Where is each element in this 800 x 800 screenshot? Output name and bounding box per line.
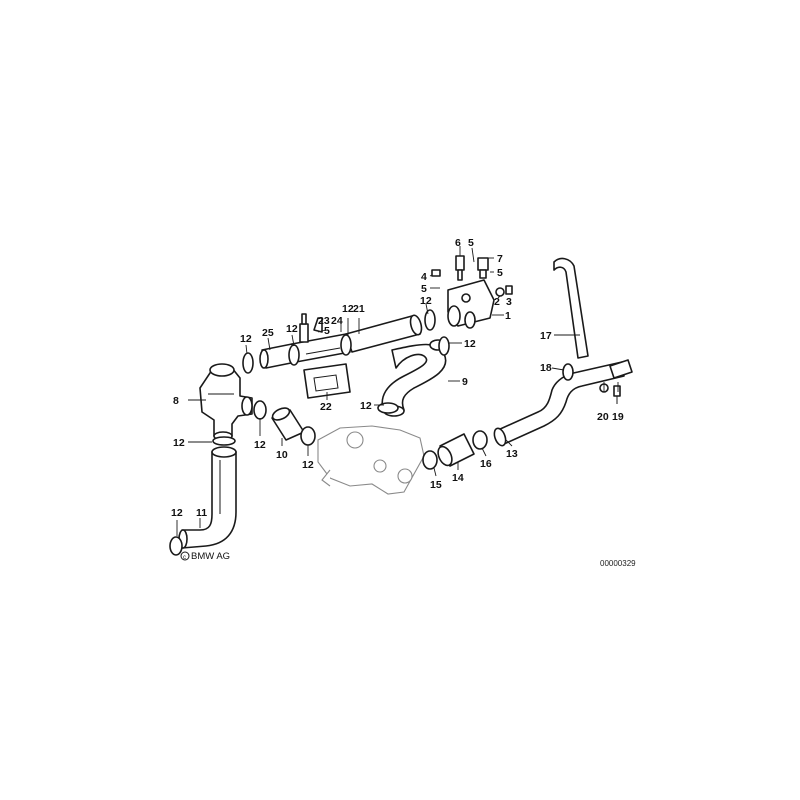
hose-clamp [562, 363, 574, 381]
callout-12: 12 [240, 333, 252, 345]
callout-14: 14 [452, 472, 464, 484]
callout-2: 2 [494, 296, 500, 308]
water-pump-housing [317, 425, 425, 495]
callout-6: 6 [455, 237, 461, 249]
callout-12: 12 [464, 338, 476, 350]
callout-17: 17 [540, 330, 552, 342]
hose-clamp [212, 436, 236, 446]
callout-4: 4 [421, 271, 427, 283]
callout-18: 18 [540, 362, 552, 374]
water-outlet-housing [447, 279, 495, 329]
callout-5: 5 [421, 283, 427, 295]
callout-12: 12 [286, 323, 298, 335]
callout-16: 16 [480, 458, 492, 470]
hose-clamp [340, 334, 352, 356]
hose-clamp [424, 309, 436, 331]
hose-clamp [242, 352, 254, 374]
short-straight-hose [271, 407, 305, 441]
lower-bent-hose [178, 446, 237, 549]
hose-clamp [438, 336, 450, 356]
hose-clamp [377, 402, 399, 414]
svg-text:c: c [183, 555, 186, 561]
hose-clamp [422, 450, 438, 470]
callout-12: 12 [360, 400, 372, 412]
washer-and-bolt [495, 285, 513, 297]
callout-13: 13 [506, 448, 518, 460]
hose-clamp [288, 344, 300, 366]
sensor-plug [431, 269, 441, 277]
callout-22: 22 [320, 401, 332, 413]
gasket-plate [303, 363, 351, 399]
callout-12: 12 [420, 295, 432, 307]
temperature-sender [455, 255, 465, 281]
leader-lines [176, 246, 619, 536]
callout-labels: 8 12 12 25 12 10 12 12 23 5 24 12 21 22 … [171, 237, 624, 519]
callout-7: 7 [497, 253, 503, 265]
callout-19: 19 [612, 411, 624, 423]
hose-clamp [300, 426, 316, 446]
callout-9: 9 [462, 376, 468, 388]
connector-sleeve [437, 433, 475, 467]
callout-20: 20 [597, 411, 609, 423]
callout-12: 12 [342, 303, 354, 315]
hose-clamp [472, 430, 488, 450]
vertical-pipe [553, 257, 589, 359]
diagram-id: 00000329 [600, 559, 636, 568]
hose-clamps [169, 309, 574, 556]
callout-23: 23 [318, 315, 330, 327]
temperature-switch [477, 257, 489, 279]
callout-10: 10 [276, 449, 288, 461]
hose-clamp [253, 400, 267, 420]
copyright-mark: c BMW AG [180, 551, 230, 562]
callout-11: 11 [196, 507, 207, 519]
callout-8: 8 [173, 395, 179, 407]
callout-12: 12 [171, 507, 183, 519]
callout-5: 5 [468, 237, 474, 249]
callout-12: 12 [302, 459, 314, 471]
return-pipe [493, 359, 633, 447]
callout-5: 5 [324, 325, 330, 337]
callout-1: 1 [505, 310, 511, 322]
brand-label: BMW AG [191, 551, 230, 562]
hose-clamp [169, 536, 183, 556]
callout-21: 21 [353, 303, 365, 315]
thermostat-housing [199, 363, 253, 441]
callout-24: 24 [331, 315, 343, 327]
callout-12: 12 [254, 439, 266, 451]
callout-12: 12 [173, 437, 185, 449]
callout-25: 25 [262, 327, 274, 339]
bracket-and-bolt [599, 383, 621, 404]
callout-15: 15 [430, 479, 442, 491]
callout-5: 5 [497, 267, 503, 279]
callout-3: 3 [506, 296, 512, 308]
